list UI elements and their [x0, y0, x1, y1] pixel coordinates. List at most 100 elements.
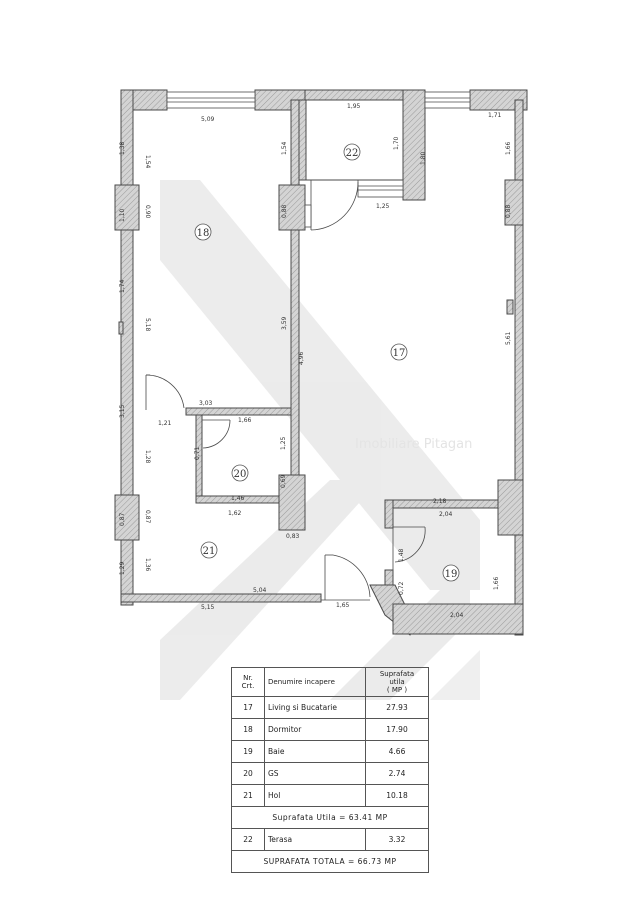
- svg-text:5,15: 5,15: [201, 604, 215, 611]
- header-name: Denumire incapere: [264, 667, 366, 697]
- watermark-text: Imobiliare Pitagan: [355, 437, 472, 452]
- grand-total: SUPRAFATA TOTALA = 66.73 MP: [231, 850, 429, 873]
- svg-text:4,96: 4,96: [298, 351, 305, 365]
- svg-text:3,03: 3,03: [199, 400, 213, 407]
- row-nr: 19: [231, 740, 265, 763]
- row-name: GS: [264, 762, 366, 785]
- room-21-label: 21: [200, 541, 218, 559]
- svg-text:1,66: 1,66: [493, 576, 500, 590]
- useful-area-total: Suprafata Utila = 63.41 MP: [231, 806, 429, 829]
- header-nr-line1: Nr.: [243, 674, 253, 682]
- svg-text:22: 22: [346, 148, 359, 159]
- svg-text:1,48: 1,48: [398, 548, 405, 562]
- svg-text:20: 20: [234, 469, 247, 480]
- svg-text:1,10: 1,10: [119, 208, 126, 222]
- row-nr: 20: [231, 762, 265, 785]
- header-area-line1: Suprafata: [379, 670, 415, 678]
- row-name: Terasa: [264, 828, 366, 851]
- svg-text:1,66: 1,66: [238, 417, 252, 424]
- svg-text:1,54: 1,54: [144, 155, 151, 169]
- table-row: 19 Baie 4.66: [231, 740, 429, 763]
- svg-text:1,54: 1,54: [281, 141, 288, 155]
- svg-text:1,95: 1,95: [347, 103, 361, 110]
- row-nr: 18: [231, 718, 265, 741]
- svg-text:1,25: 1,25: [280, 436, 287, 450]
- row-area: 4.66: [365, 740, 429, 763]
- row-area: 10.18: [365, 784, 429, 807]
- row-name: Baie: [264, 740, 366, 763]
- area-legend-table: Nr. Crt. Denumire incapere Suprafata uti…: [231, 667, 429, 873]
- svg-text:5,61: 5,61: [505, 331, 512, 345]
- header-area-line2: utila: [389, 678, 405, 686]
- room-17-label: 17: [390, 343, 408, 361]
- svg-text:0,90: 0,90: [144, 205, 151, 219]
- header-name-text: Denumire incapere: [268, 678, 335, 686]
- row-name: Living si Bucatarie: [264, 696, 366, 719]
- room-22-label: 22: [343, 143, 361, 161]
- svg-text:1,71: 1,71: [488, 112, 502, 119]
- svg-text:1,65: 1,65: [336, 602, 350, 609]
- window-terrace: [357, 179, 404, 198]
- window-living: [424, 91, 471, 109]
- svg-text:1,36: 1,36: [144, 558, 151, 572]
- svg-text:0,88: 0,88: [281, 204, 288, 218]
- svg-text:17: 17: [393, 348, 406, 359]
- header-area-line3: ( MP ): [386, 686, 408, 694]
- row-nr: 17: [231, 696, 265, 719]
- svg-text:1,66: 1,66: [505, 141, 512, 155]
- row-nr: 21: [231, 784, 265, 807]
- table-row: 20 GS 2.74: [231, 762, 429, 785]
- window-dormitor: [166, 91, 256, 109]
- svg-text:0,72: 0,72: [398, 581, 405, 595]
- row-name: Hol: [264, 784, 366, 807]
- row-area: 3.32: [365, 828, 429, 851]
- svg-text:5,09: 5,09: [201, 116, 215, 123]
- svg-text:1,28: 1,28: [144, 450, 151, 464]
- doors: [145, 180, 426, 601]
- header-nr: Nr. Crt.: [231, 667, 265, 697]
- svg-text:21: 21: [203, 546, 216, 557]
- windows: [166, 91, 471, 198]
- svg-text:5,18: 5,18: [144, 318, 151, 332]
- svg-text:19: 19: [445, 569, 458, 580]
- svg-text:1,38: 1,38: [119, 141, 126, 155]
- room-18-label: 18: [194, 223, 212, 241]
- useful-area-total-row: Suprafata Utila = 63.41 MP: [231, 806, 429, 829]
- table-row: 17 Living si Bucatarie 27.93: [231, 696, 429, 719]
- header-area: Suprafata utila ( MP ): [365, 667, 429, 697]
- room-labels: 17 18 19 20 21 22: [194, 143, 460, 582]
- row-nr: 22: [231, 828, 265, 851]
- svg-text:0,87: 0,87: [119, 512, 126, 526]
- table-row: 18 Dormitor 17.90: [231, 718, 429, 741]
- svg-text:1,21: 1,21: [158, 420, 172, 427]
- dimension-labels: 5,09 1,95 1,25 1,71 3,03 1,21 1,66 1,46 …: [119, 103, 512, 619]
- svg-text:3,15: 3,15: [119, 404, 126, 418]
- svg-text:0,69: 0,69: [280, 474, 287, 488]
- svg-text:1,25: 1,25: [376, 203, 390, 210]
- svg-text:0,87: 0,87: [144, 510, 151, 524]
- terrace-outline: [305, 99, 404, 181]
- svg-text:1,74: 1,74: [119, 279, 126, 293]
- row-area: 2.74: [365, 762, 429, 785]
- table-row-terrace: 22 Terasa 3.32: [231, 828, 429, 851]
- svg-text:1,46: 1,46: [231, 495, 245, 502]
- grand-total-row: SUPRAFATA TOTALA = 66.73 MP: [231, 850, 429, 873]
- room-19-label: 19: [442, 564, 460, 582]
- header-nr-line2: Crt.: [241, 682, 255, 690]
- walls: [114, 89, 528, 636]
- svg-text:18: 18: [197, 228, 210, 239]
- svg-text:2,04: 2,04: [439, 511, 453, 518]
- svg-text:1,62: 1,62: [228, 510, 242, 517]
- room-20-label: 20: [231, 464, 249, 482]
- svg-text:0,88: 0,88: [505, 204, 512, 218]
- row-area: 17.90: [365, 718, 429, 741]
- svg-text:0,71: 0,71: [194, 446, 201, 460]
- svg-text:3,59: 3,59: [281, 316, 288, 330]
- svg-text:2,04: 2,04: [450, 612, 464, 619]
- svg-text:1,70: 1,70: [393, 136, 400, 150]
- svg-text:1,29: 1,29: [119, 561, 126, 575]
- svg-text:5,04: 5,04: [253, 587, 267, 594]
- svg-text:1,80: 1,80: [420, 151, 427, 165]
- svg-text:0,83: 0,83: [286, 533, 300, 540]
- table-row: 21 Hol 10.18: [231, 784, 429, 807]
